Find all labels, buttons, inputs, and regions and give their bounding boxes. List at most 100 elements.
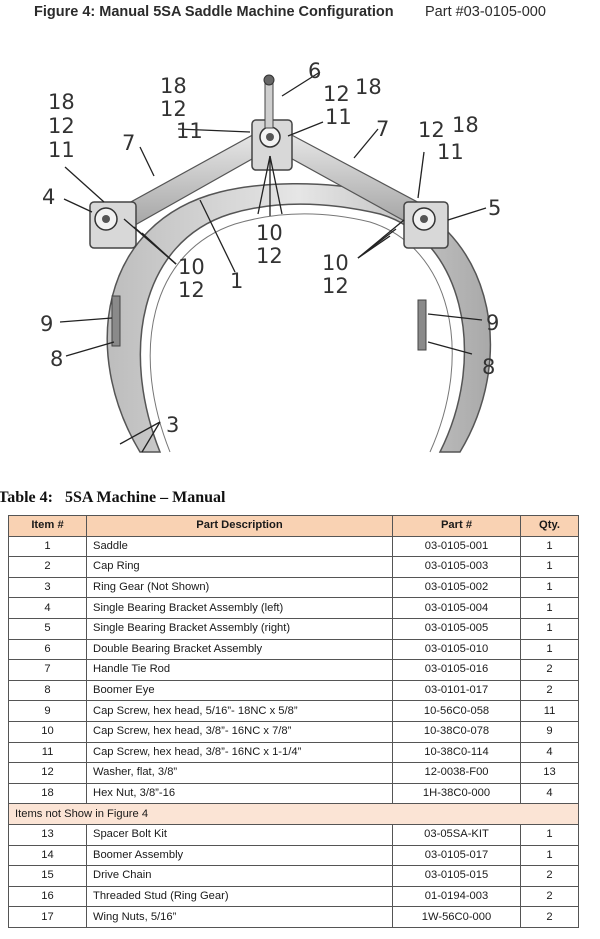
cell-qty: 2 [520,885,579,908]
cell-part-number: 10-38C0-078 [392,720,521,743]
header-part-number: Part # [392,515,521,537]
figure-title: Figure 4: Manual 5SA Saddle Machine Conf… [34,4,394,20]
callout-1: 1 [230,269,243,293]
cell-description: Cap Screw, hex head, 3/8”- 16NC x 7/8” [86,720,393,743]
cell-part-number: 03-0105-015 [392,865,521,887]
cell-item: 8 [8,679,87,702]
callout-18-top-right: 18 [355,75,382,99]
cell-qty: 11 [520,700,579,722]
cell-qty: 1 [520,556,579,578]
cell-qty: 2 [520,865,579,887]
saddle-ring [106,182,492,453]
leader-lines [59,71,487,453]
cell-description: Double Bearing Bracket Assembly [86,638,393,661]
callout-18-top-left: 18 [160,74,187,98]
callout-11-right: 11 [437,140,464,164]
bearing-bracket-left [89,201,137,249]
cell-description: Threaded Stud (Ring Gear) [86,885,393,908]
cell-item: 5 [8,617,87,640]
table-header-row: Item # Part Description Part # Qty. [8,515,579,537]
cell-qty: 2 [520,679,579,702]
callout-10-left-lower: 10 [178,255,205,279]
cell-part-number: 03-0105-001 [392,535,521,558]
cell-qty: 1 [520,844,579,867]
callout-11-left: 11 [48,138,75,162]
callout-9-left: 9 [40,312,53,336]
table-caption: Table 4: 5SA Machine – Manual [0,489,226,506]
header-qty: Qty. [520,515,579,537]
boomer-eye-left [111,295,121,347]
cell-part-number: 03-0105-010 [392,638,521,661]
cell-item: 1 [8,535,87,558]
cell-item: 9 [8,700,87,722]
cell-description: Washer, flat, 3/8” [86,762,393,784]
cell-description: Spacer Bolt Kit [86,823,393,846]
cell-part-number: 01-0194-003 [392,885,521,908]
callout-11-top-left: 11 [176,119,203,143]
cell-qty: 4 [520,782,579,805]
cell-description: Handle Tie Rod [86,659,393,681]
cell-item: 16 [8,885,87,908]
cell-part-number: 12-0038-F00 [392,762,521,784]
callout-12-top-left: 12 [160,97,187,121]
figure-part-number: Part #03-0105-000 [425,4,546,20]
cell-description: Single Bearing Bracket Assembly (right) [86,617,393,640]
cell-part-number: 03-0105-016 [392,659,521,681]
cell-part-number: 03-0105-004 [392,597,521,619]
callout-4: 4 [42,185,55,209]
cell-description: Hex Nut, 3/8”-16 [86,782,393,805]
callout-11-top-right: 11 [325,105,352,129]
figure-title-bar: Figure 4: Manual 5SA Saddle Machine Conf… [0,4,600,24]
cell-item: 2 [8,556,87,578]
cell-qty: 1 [520,617,579,640]
cell-item: 12 [8,762,87,784]
callout-10-right-lower: 10 [322,251,349,275]
diagram-svg: 18 12 11 18 12 11 7 6 12 18 11 7 12 18 1… [40,59,501,453]
callout-8-left: 8 [50,347,63,371]
cell-item: 7 [8,659,87,681]
cell-item: 11 [8,741,87,764]
cell-qty: 1 [520,823,579,846]
cell-item: 10 [8,720,87,743]
cell-qty: 1 [520,597,579,619]
callouts: 18 12 11 18 12 11 7 6 12 18 11 7 12 18 1… [40,59,501,437]
cell-part-number: 10-56C0-058 [392,700,521,722]
callout-12-left-lower: 12 [178,278,205,302]
cell-description: Wing Nuts, 5/16” [86,906,393,928]
header-description: Part Description [86,515,393,537]
header-item: Item # [8,515,87,537]
cell-description: Cap Screw, hex head, 5/16”- 18NC x 5/8” [86,700,393,722]
cell-part-number: 10-38C0-114 [392,741,521,764]
cell-part-number: 03-0101-017 [392,679,521,702]
cell-description: Boomer Eye [86,679,393,702]
cell-qty: 13 [520,762,579,784]
callout-12-right: 12 [418,118,445,142]
cell-part-number: 03-0105-002 [392,576,521,599]
cell-part-number: 03-0105-003 [392,556,521,578]
cell-description: Cap Screw, hex head, 3/8”- 16NC x 1-1/4” [86,741,393,764]
callout-12-center: 12 [256,244,283,268]
callout-7-left: 7 [122,131,135,155]
callout-9-right: 9 [486,311,499,335]
cell-qty: 1 [520,535,579,558]
callout-12-left: 12 [48,114,75,138]
cell-item: 18 [8,782,87,805]
callout-10-center: 10 [256,221,283,245]
cell-item: 4 [8,597,87,619]
callout-6: 6 [308,59,321,83]
cell-part-number: 1H-38C0-000 [392,782,521,805]
